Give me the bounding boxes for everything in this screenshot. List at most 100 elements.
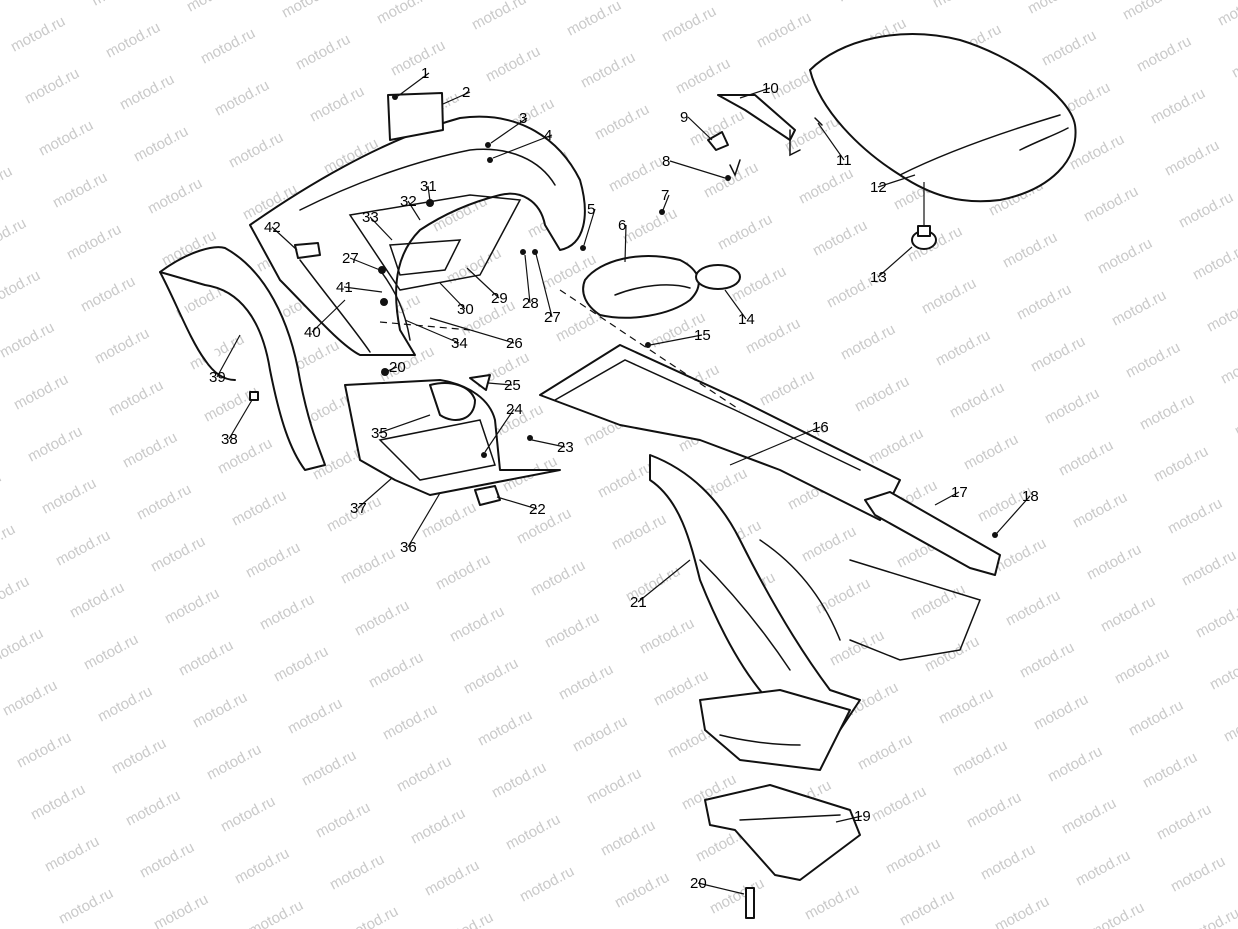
watermark-text: motod.ru xyxy=(246,897,306,929)
watermark-text: motod.ru xyxy=(444,245,504,288)
watermark-text: motod.ru xyxy=(226,129,286,172)
watermark-text: motod.ru xyxy=(1165,495,1225,538)
leader-line-26 xyxy=(429,317,515,344)
watermark-text: motod.ru xyxy=(0,625,46,668)
watermark-text: motod.ru xyxy=(1059,795,1119,838)
watermark-text: motod.ru xyxy=(229,487,289,530)
watermark-text: motod.ru xyxy=(106,377,166,420)
watermark-text: motod.ru xyxy=(1014,281,1074,324)
watermark-text: motod.ru xyxy=(796,165,856,208)
watermark-text: motod.ru xyxy=(433,551,493,594)
watermark-text: motod.ru xyxy=(1134,33,1194,76)
callout-16: 16 xyxy=(812,419,829,436)
leader-line-42 xyxy=(271,226,298,251)
watermark-text: motod.ru xyxy=(22,65,82,108)
watermark-text: motod.ru xyxy=(1176,189,1236,232)
watermark-text: motod.ru xyxy=(1084,541,1144,584)
watermark-text: motod.ru xyxy=(293,31,353,74)
watermark-text: motod.ru xyxy=(366,649,426,692)
watermark-text: motod.ru xyxy=(14,729,74,772)
watermark-text: motod.ru xyxy=(131,123,191,166)
watermark-text: motod.ru xyxy=(897,887,957,929)
watermark-text: motod.ru xyxy=(1179,547,1238,590)
watermark-text: motod.ru xyxy=(659,3,719,46)
leader-line-23 xyxy=(531,439,566,448)
callout-28: 28 xyxy=(522,295,539,312)
leader-line-39 xyxy=(216,334,241,378)
watermark-text: motod.ru xyxy=(394,753,454,796)
watermark-text: motod.ru xyxy=(598,817,658,860)
watermark-text: motod.ru xyxy=(11,371,71,414)
watermark-text: motod.ru xyxy=(1182,905,1238,929)
leader-line-31 xyxy=(427,185,431,202)
callout-9: 9 xyxy=(680,109,688,126)
leader-line-28 xyxy=(524,254,531,304)
callout-13: 13 xyxy=(870,269,887,286)
watermark-text: motod.ru xyxy=(606,153,666,196)
heat-shield xyxy=(864,491,1001,576)
callout-2: 2 xyxy=(462,84,470,101)
leader-line-6 xyxy=(624,224,627,263)
callout-1: 1 xyxy=(421,65,429,82)
watermark-text: motod.ru xyxy=(447,603,507,646)
watermark-text: motod.ru xyxy=(1112,645,1172,688)
watermark-text: motod.ru xyxy=(56,885,116,928)
watermark-text: motod.ru xyxy=(78,273,138,316)
leader-line-24 xyxy=(484,408,515,453)
watermark-text: motod.ru xyxy=(419,499,479,542)
watermark-text: motod.ru xyxy=(285,695,345,738)
leader-line-21 xyxy=(637,559,691,603)
callout-20: 20 xyxy=(389,359,406,376)
watermark-text: motod.ru xyxy=(1162,137,1222,180)
callout-7: 7 xyxy=(661,187,669,204)
watermark-text: motod.ru xyxy=(542,609,602,652)
watermark-text: motod.ru xyxy=(327,851,387,894)
watermark-text: motod.ru xyxy=(835,0,895,6)
watermark-text: motod.ru xyxy=(50,169,110,212)
watermark-text: motod.ru xyxy=(81,631,141,674)
watermark-text: motod.ru xyxy=(936,685,996,728)
callout-35: 35 xyxy=(371,425,388,442)
callout-20: 20 xyxy=(690,875,707,892)
watermark-text: motod.ru xyxy=(279,0,339,22)
watermark-text: motod.ru xyxy=(271,643,331,686)
watermark-text: motod.ru xyxy=(570,713,630,756)
watermark-text: motod.ru xyxy=(754,9,814,52)
leader-line-17 xyxy=(934,491,960,506)
watermark-text: motod.ru xyxy=(802,881,862,924)
callout-42: 42 xyxy=(264,219,281,236)
watermark-text: motod.ru xyxy=(1045,743,1105,786)
watermark-text: motod.ru xyxy=(1120,0,1180,24)
watermark-text: motod.ru xyxy=(190,689,250,732)
watermark-text: motod.ru xyxy=(374,0,434,28)
leader-line-12 xyxy=(877,174,916,188)
leader-line-15 xyxy=(649,334,703,346)
leader-line-36 xyxy=(407,492,441,548)
watermark-text: motod.ru xyxy=(352,597,412,640)
watermark-text: motod.ru xyxy=(145,175,205,218)
watermark-text: motod.ru xyxy=(1056,437,1116,480)
watermark-text: motod.ru xyxy=(89,0,149,10)
leader-line-32 xyxy=(407,200,421,221)
watermark-text: motod.ru xyxy=(1042,385,1102,428)
leader-line-3 xyxy=(490,117,528,144)
watermark-text: motod.ru xyxy=(380,701,440,744)
main-frame xyxy=(539,344,981,771)
watermark-text: motod.ru xyxy=(212,77,272,120)
watermark-text: motod.ru xyxy=(1154,801,1214,844)
watermark-text: motod.ru xyxy=(592,101,652,144)
callout-4: 4 xyxy=(544,127,552,144)
callout-40: 40 xyxy=(304,324,321,341)
watermark-text: motod.ru xyxy=(436,909,496,929)
watermark-text: motod.ru xyxy=(673,55,733,98)
watermark-text: motod.ru xyxy=(0,0,54,4)
leader-line-33 xyxy=(369,216,393,241)
callout-6: 6 xyxy=(618,217,626,234)
leader-line-11 xyxy=(817,122,845,161)
callout-17: 17 xyxy=(951,484,968,501)
watermark-text: motod.ru xyxy=(1031,691,1091,734)
watermark-text: motod.ru xyxy=(422,857,482,900)
watermark-text: motod.ru xyxy=(0,677,60,720)
watermark-text: motod.ru xyxy=(564,0,624,40)
